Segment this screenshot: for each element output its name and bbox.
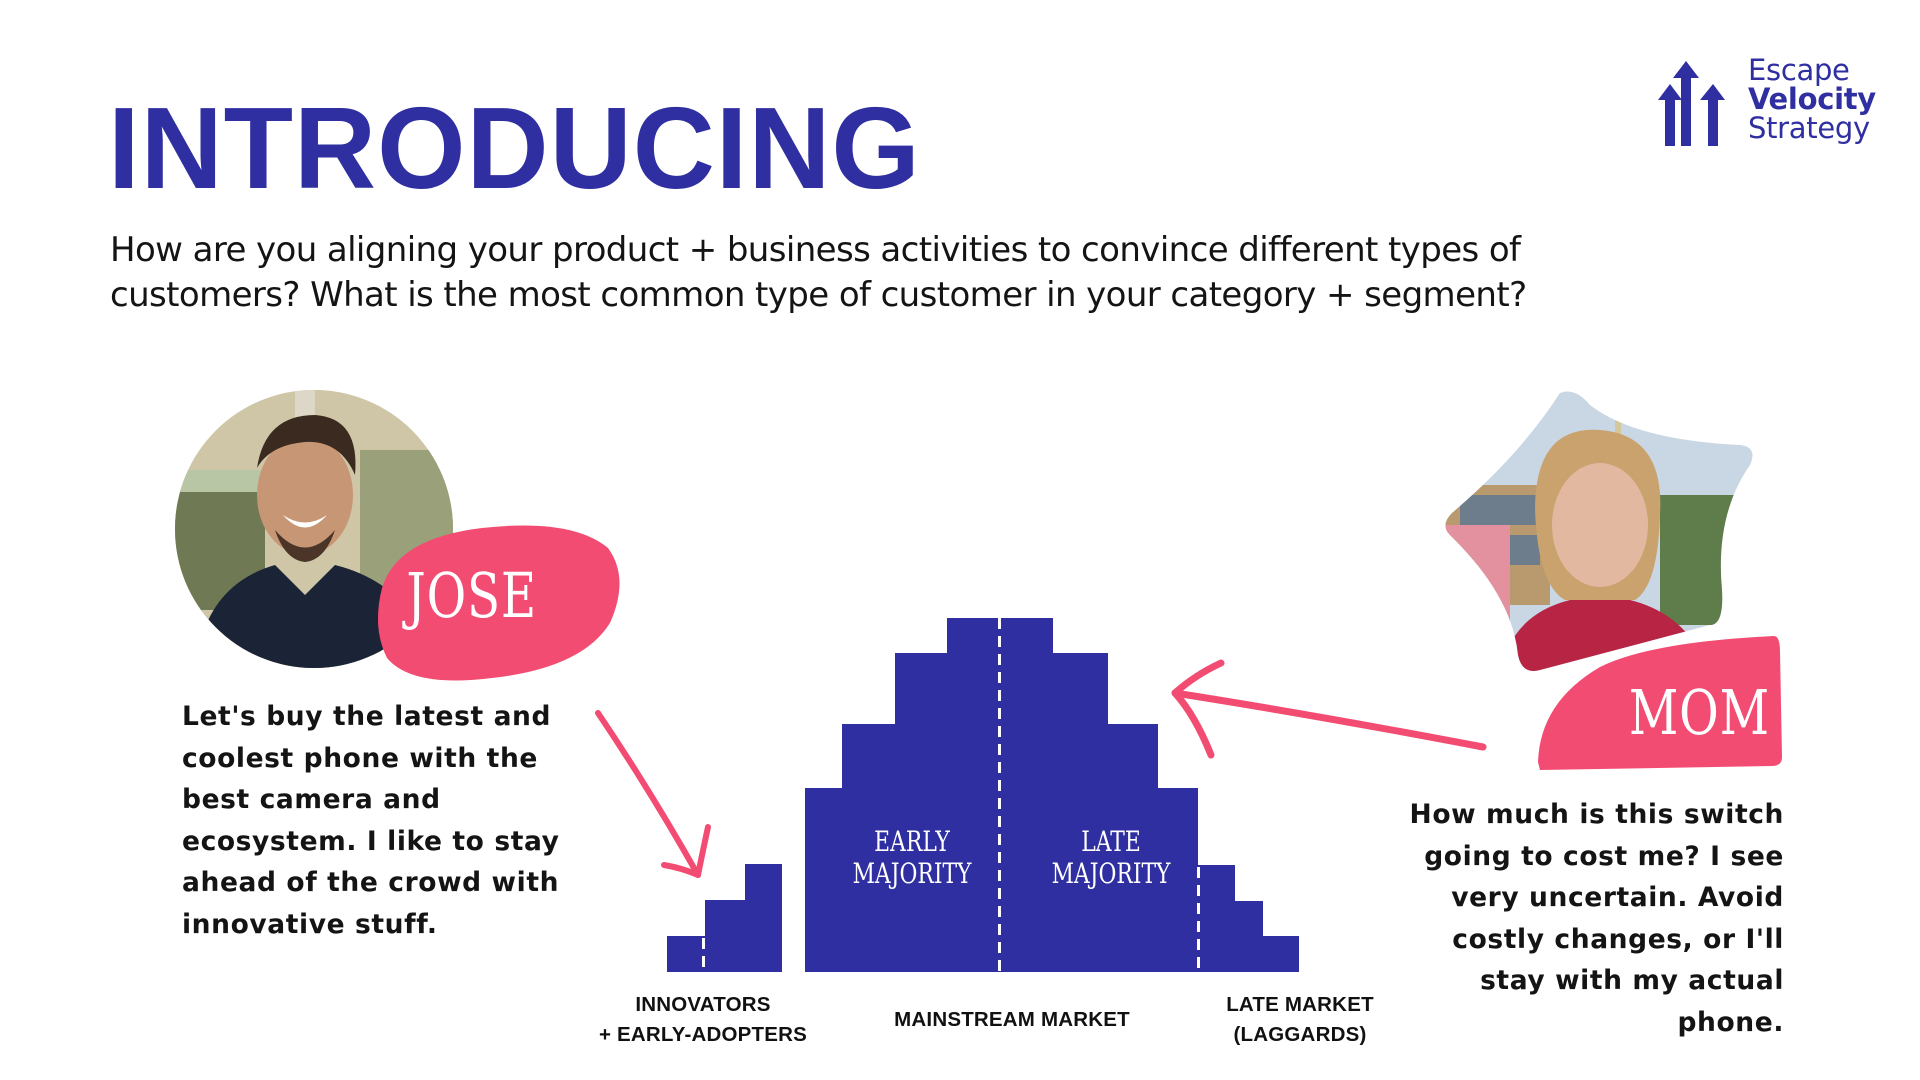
logo-line-strategy: Strategy: [1748, 111, 1870, 145]
brand-logo: Escape Velocity Strategy: [1658, 56, 1898, 156]
logo-wordmark: Escape Velocity Strategy: [1748, 56, 1876, 143]
subtitle: How are you aligning your product + busi…: [110, 230, 1527, 315]
jose-quote: Let's buy the latest and coolest phone w…: [182, 701, 560, 940]
page-title: INTRODUCING: [108, 83, 921, 213]
mainstream-step-3: [895, 653, 1108, 726]
logo-line-velocity: Velocity: [1748, 82, 1876, 116]
mainstream-axis-label: MAINSTREAM MARKET: [894, 1008, 1130, 1031]
chasm-divider: [702, 938, 705, 972]
arrow-to-late-majority-icon: [1171, 659, 1487, 759]
laggards-divider: [1197, 867, 1200, 972]
innovators-bar-2: [705, 900, 745, 972]
jose-name-blob: [378, 525, 620, 681]
jose-name-tag: JOSE: [372, 540, 572, 650]
late-majority-label: LATE MAJORITY: [1051, 825, 1171, 890]
logo-line-escape: Escape: [1748, 53, 1850, 87]
laggards-bar-3: [1263, 936, 1299, 972]
mainstream-step-4: [947, 618, 1053, 655]
majority-divider: [998, 618, 1001, 972]
laggards-bar-1: [1198, 865, 1235, 972]
mom-quote: How much is this switch going to cost me…: [1409, 799, 1784, 1038]
jose-name: JOSE: [406, 558, 538, 632]
three-up-arrows-icon: [1658, 61, 1725, 146]
mom-name-tag: MOM: [1612, 662, 1787, 762]
innovators-bar-3: [745, 864, 782, 972]
mom-photo: [1445, 391, 1753, 671]
late-market-axis-label: LATE MARKET (LAGGARDS): [1226, 993, 1374, 1046]
early-majority-label: EARLY MAJORITY: [852, 825, 972, 890]
mom-name: MOM: [1628, 675, 1771, 749]
laggards-bar-2: [1235, 901, 1263, 972]
mainstream-step-1: [805, 788, 1198, 972]
arrow-to-innovators-icon: [595, 710, 711, 878]
mainstream-step-2: [842, 724, 1158, 790]
innovators-bar-1: [667, 936, 705, 972]
mom-name-blob: [1538, 636, 1782, 770]
innovators-axis-label: INNOVATORS + EARLY-ADOPTERS: [598, 993, 808, 1046]
